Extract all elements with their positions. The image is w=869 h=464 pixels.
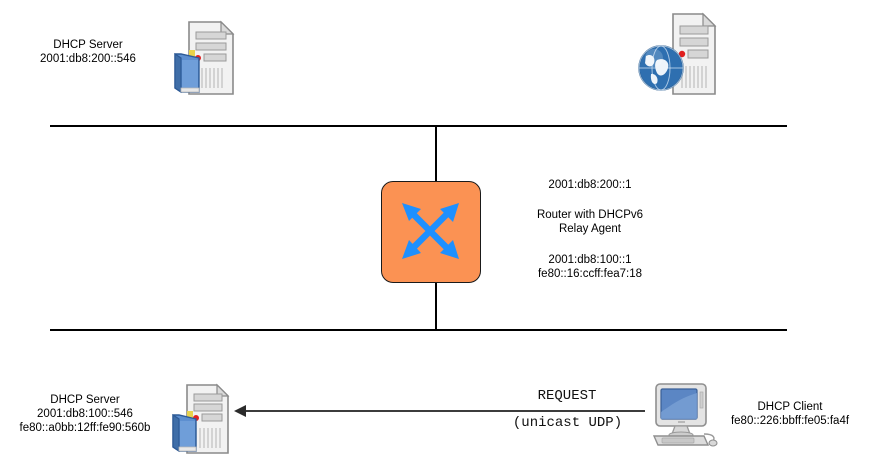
client-label-line2: fe80::226:bbff:fe05:fa4f — [730, 415, 850, 427]
bottom-right-client-label: DHCP Client fe80::226:bbff:fe05:fa4f — [710, 400, 869, 428]
desktop-computer-icon — [650, 382, 720, 448]
router-upper-address-text: 2001:db8:200::1 — [548, 179, 632, 191]
router-crossed-arrows-icon — [402, 203, 459, 259]
request-message-label: REQUEST — [537, 388, 597, 404]
bottom-left-server-label-line3: fe80::a0bb:12ff:fe90:560b — [19, 422, 151, 434]
bottom-left-server-label: DHCP Server 2001:db8:100::546 fe80::a0bb… — [0, 393, 170, 435]
top-left-server-label-line2: 2001:db8:200::546 — [40, 53, 136, 65]
lower-network-bus — [50, 329, 787, 331]
router-lower-address: 2001:db8:100::1 fe80::16:ccff:fea7:18 — [495, 253, 685, 281]
bottom-left-server-label-line1: DHCP Server — [50, 394, 120, 406]
server-with-book-icon — [173, 14, 239, 98]
client-label-line1: DHCP Client — [757, 401, 823, 413]
router-upper-address: 2001:db8:200::1 — [495, 178, 685, 192]
bottom-left-server-with-book-icon — [172, 379, 234, 457]
router-name-label: Router with DHCPv6 Relay Agent — [495, 208, 685, 236]
top-left-server-label: DHCP Server 2001:db8:200::546 — [8, 38, 168, 66]
request-arrow-line — [245, 410, 645, 412]
router-lower-address-line2: fe80::16:ccff:fea7:18 — [537, 268, 642, 280]
request-arrow-head — [234, 405, 246, 417]
router-lower-address-line1: 2001:db8:100::1 — [548, 254, 632, 266]
router-node — [381, 181, 481, 283]
bottom-left-server-label-line2: 2001:db8:100::546 — [37, 408, 133, 420]
upper-network-bus — [50, 125, 787, 127]
top-left-server-label-line1: DHCP Server — [53, 39, 123, 51]
router-name-line2: Relay Agent — [558, 223, 621, 235]
request-transport-label: (unicast UDP) — [512, 415, 623, 431]
server-with-globe-icon — [637, 10, 723, 100]
router-downlink-line — [435, 283, 437, 331]
router-name-line1: Router with DHCPv6 — [536, 209, 644, 221]
router-uplink-line — [435, 125, 437, 182]
